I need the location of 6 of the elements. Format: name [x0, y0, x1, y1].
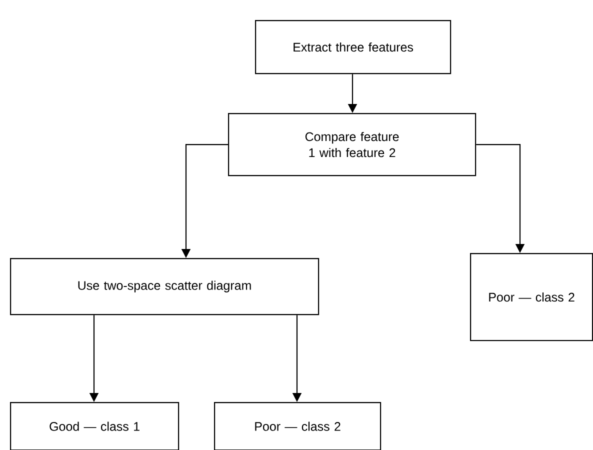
process-box: Use two-space scatter diagram [10, 258, 320, 316]
process-box: Extract three features [255, 20, 452, 74]
process-box: Poor — class 2 [470, 253, 593, 342]
process-box: Compare feature 1 with feature 2 [228, 113, 476, 176]
process-box: Poor — class 2 [214, 402, 382, 450]
process-box: Good — class 1 [10, 402, 180, 450]
